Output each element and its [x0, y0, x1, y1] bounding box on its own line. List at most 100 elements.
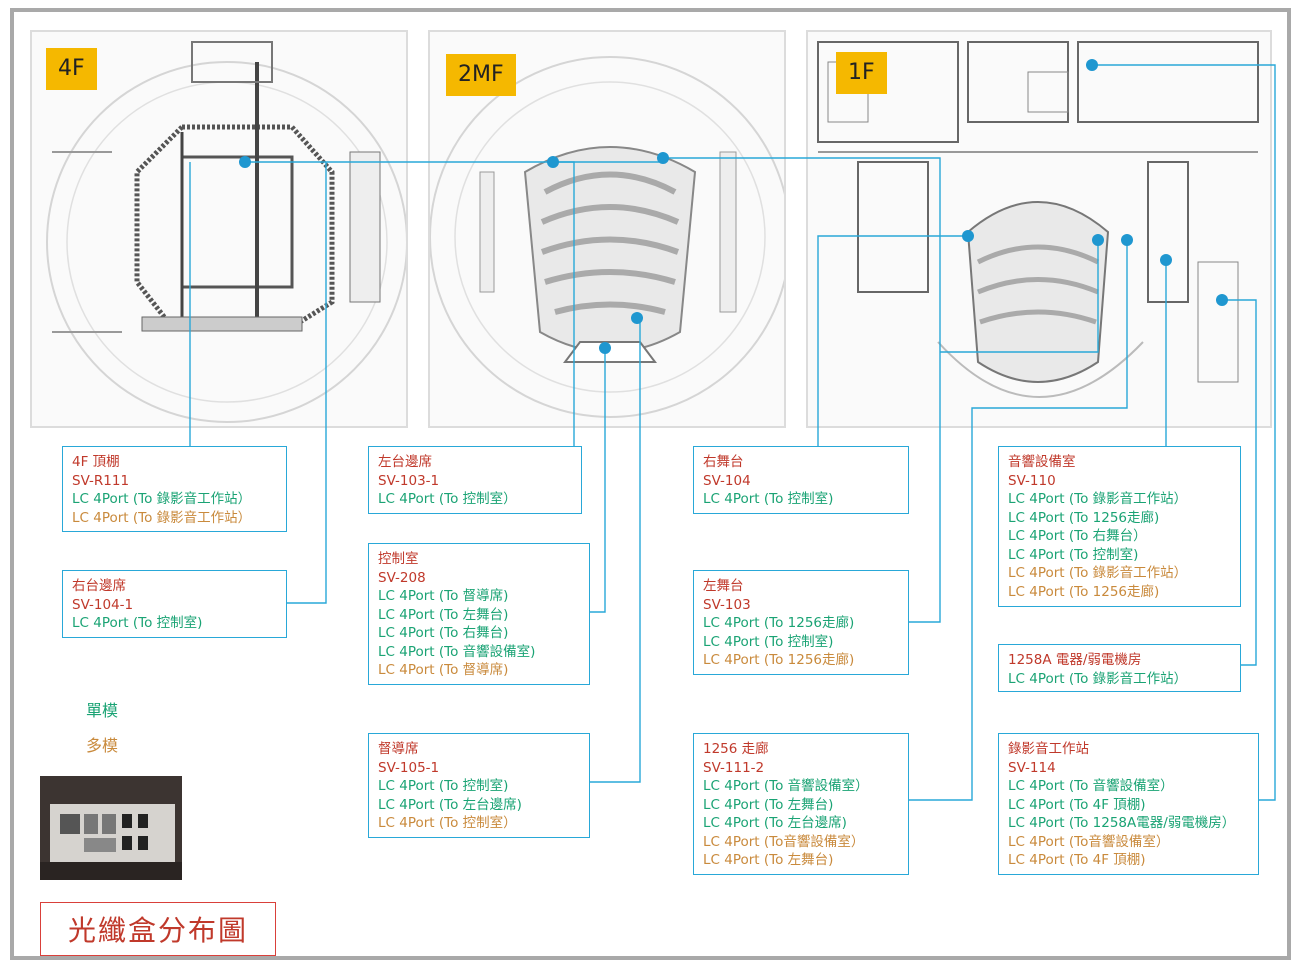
wire-right-stage [817, 235, 968, 446]
box-left-seat: 左台邊席 SV-103-1 LC 4Port (To 控制室） [368, 446, 582, 514]
box-line: LC 4Port (To 左舞台) [378, 606, 509, 623]
box-line: LC 4Port (To 控制室) [1008, 546, 1139, 563]
box-line: LC 4Port (To 控制室） [378, 491, 517, 507]
box-line: LC 4Port (To 音響設備室) [378, 643, 536, 660]
floor-tag-2mf: 2MF [446, 54, 516, 96]
box-line: LC 4Port (To 控制室) [72, 615, 203, 631]
box-title: 左台邊席 [378, 454, 432, 470]
connector-dot-1f-elec [1216, 294, 1228, 306]
box-line: LC 4Port (To 督導席) [378, 662, 509, 678]
box-title: 左舞台 [703, 578, 744, 594]
floor-tag-4f: 4F [46, 48, 97, 90]
box-code: SV-103-1 [378, 472, 440, 489]
legend-multi-mode: 多模 [86, 736, 119, 755]
floor-plan-4f: 4F [30, 30, 408, 428]
box-line: LC 4Port (To 音響設備室） [1008, 778, 1174, 794]
floor-plan-1f: 1F [806, 30, 1272, 428]
box-line: LC 4Port (To 控制室) [378, 778, 509, 794]
fiber-box-photo [40, 776, 182, 880]
box-title: 4F 頂棚 [72, 454, 120, 470]
box-line: LC 4Port (To音響設備室） [1008, 833, 1170, 850]
floor-plan-4f-drawing [46, 41, 406, 423]
box-line: LC 4Port (To 右舞台） [1008, 528, 1147, 544]
box-line: LC 4Port (To 1256走廊) [1008, 583, 1160, 600]
box-line: LC 4Port (To 錄影音工作站） [1008, 565, 1188, 581]
box-code: SV-111-2 [703, 759, 765, 776]
wire-av-station [1092, 64, 1276, 801]
connector-dot-4f [239, 156, 251, 168]
box-line: LC 4Port (To 4F 頂棚) [1008, 852, 1146, 868]
box-supervisor-seat: 督導席 SV-105-1 LC 4Port (To 控制室) LC 4Port … [368, 733, 590, 838]
box-title: 錄影音工作站 [1008, 741, 1089, 757]
box-line: LC 4Port (To 錄影音工作站） [72, 509, 252, 526]
box-line: LC 4Port (To 控制室) [703, 633, 834, 650]
box-title: 音響設備室 [1008, 454, 1076, 470]
box-line: LC 4Port (To 1256走廊) [1008, 509, 1160, 526]
wire-corridor [909, 240, 1128, 801]
box-title: 1258A 電器/弱電機房 [1008, 652, 1142, 668]
box-line: LC 4Port (To 1256走廊) [703, 652, 855, 668]
box-code: SV-114 [1008, 759, 1056, 776]
box-av-workstation: 錄影音工作站 SV-114 LC 4Port (To 音響設備室） LC 4Po… [998, 733, 1259, 875]
connector-dot-1f-audio [1160, 254, 1172, 266]
wire-supervisor [590, 319, 641, 783]
box-code: SV-110 [1008, 472, 1056, 489]
box-code: SV-R111 [72, 472, 130, 489]
box-right-stage: 右舞台 SV-104 LC 4Port (To 控制室) [693, 446, 909, 514]
box-code: SV-104-1 [72, 596, 134, 613]
box-line: LC 4Port (To 左舞台) [703, 852, 834, 868]
box-title: 右舞台 [703, 454, 744, 470]
box-line: LC 4Port (To 錄影音工作站） [72, 491, 252, 507]
box-code: SV-104 [703, 472, 751, 489]
box-code: SV-103 [703, 596, 751, 613]
box-line: LC 4Port (To 右舞台) [378, 625, 509, 641]
box-title: 控制室 [378, 551, 419, 567]
box-control-room: 控制室 SV-208 LC 4Port (To 督導席) LC 4Port (T… [368, 543, 590, 685]
box-line: LC 4Port (To 左台邊席) [378, 796, 522, 813]
wire-control-room [590, 350, 606, 613]
box-line: LC 4Port (To 音響設備室） [703, 778, 869, 794]
floor-plan-1f-drawing [817, 41, 1259, 398]
wire-left-stage-extra [663, 157, 941, 623]
floor-plan-2mf-drawing [430, 56, 784, 418]
box-electrical-room: 1258A 電器/弱電機房 LC 4Port (To 錄影音工作站） [998, 644, 1241, 692]
box-title: 督導席 [378, 741, 419, 757]
box-4f-ceiling: 4F 頂棚 SV-R111 LC 4Port (To 錄影音工作站） LC 4P… [62, 446, 287, 532]
fiber-box-photo-drawing [40, 776, 182, 880]
box-audio-equipment-room: 音響設備室 SV-110 LC 4Port (To 錄影音工作站） LC 4Po… [998, 446, 1241, 607]
diagram-title: 光纖盒分布圖 [40, 902, 276, 956]
box-line: LC 4Port (To音響設備室） [703, 833, 865, 850]
box-line: LC 4Port (To 1256走廊) [703, 615, 855, 631]
box-title: 右台邊席 [72, 578, 126, 594]
connector-dot-2mf-control [599, 342, 611, 354]
box-line: LC 4Port (To 督導席) [378, 588, 509, 604]
wire-right-seat [287, 162, 327, 604]
box-right-seat: 右台邊席 SV-104-1 LC 4Port (To 控制室) [62, 570, 287, 638]
connector-dot-2mf-supervisor [631, 312, 643, 324]
connector-dot-1f-av [1086, 59, 1098, 71]
box-code: SV-208 [378, 569, 426, 586]
connector-dot-1f-right-stage [962, 230, 974, 242]
box-line: LC 4Port (To 左台邊席) [703, 815, 847, 831]
connector-dot-1f-corridor [1121, 234, 1133, 246]
box-corridor-1256: 1256 走廊 SV-111-2 LC 4Port (To 音響設備室） LC … [693, 733, 909, 875]
box-line: LC 4Port (To 4F 頂棚) [1008, 796, 1146, 813]
connector-dot-1f-left-stage [1092, 234, 1104, 246]
box-line: LC 4Port (To 1258A電器/弱電機房） [1008, 815, 1236, 831]
floor-plan-2mf: 2MF [428, 30, 786, 428]
box-title: 1256 走廊 [703, 741, 769, 757]
box-code: SV-105-1 [378, 759, 440, 776]
box-line: LC 4Port (To 錄影音工作站） [1008, 491, 1188, 507]
box-line: LC 4Port (To 控制室) [703, 491, 834, 507]
floor-tag-1f: 1F [836, 52, 887, 94]
box-line: LC 4Port (To 控制室） [378, 815, 517, 831]
box-line: LC 4Port (To 左舞台) [703, 796, 834, 813]
legend-single-mode: 單模 [86, 701, 119, 720]
box-left-stage: 左舞台 SV-103 LC 4Port (To 1256走廊) LC 4Port… [693, 570, 909, 675]
box-line: LC 4Port (To 錄影音工作站） [1008, 670, 1188, 687]
diagram-frame [10, 8, 1291, 960]
connector-dot-2mf-right [657, 152, 669, 164]
wire-left-seat [553, 161, 575, 446]
wire-elec-room [1222, 299, 1257, 666]
